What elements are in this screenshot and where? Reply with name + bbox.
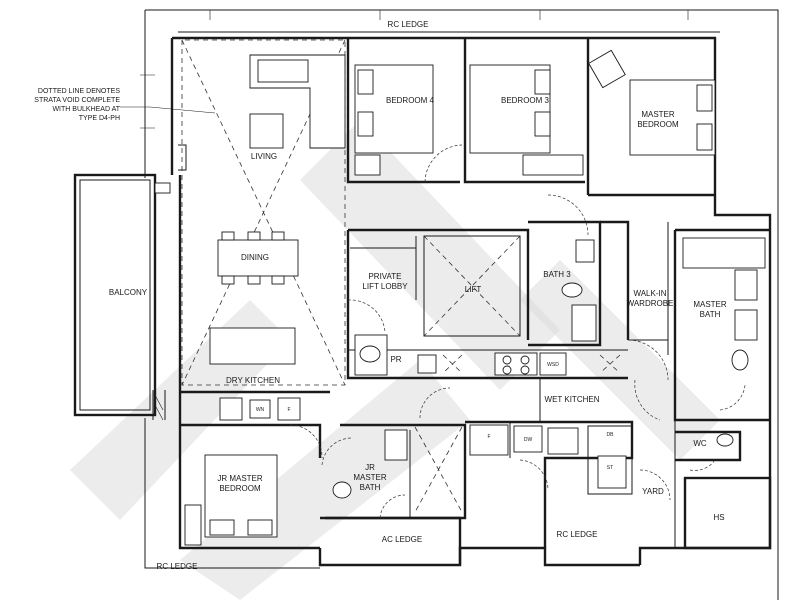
note-leader [120,106,216,114]
label-rc-ledge-bottom-center: RC LEDGE [557,530,598,539]
label-dry-kitchen: DRY KITCHEN [226,376,280,385]
note-line-1: DOTTED LINE DENOTES [38,88,120,95]
washer-box [249,399,271,419]
label-wet-kitchen: WET KITCHEN [545,395,600,404]
label-master-bedroom-line-1: MASTER [641,110,675,119]
note-line-3: WITH BULKHEAD AT [52,106,120,113]
label-yard: YARD [642,487,664,496]
label-pr: PR [390,355,401,364]
washer-dryer-box [539,352,567,376]
label-dishwasher: DW [524,437,533,443]
note-line-4: TYPE D4-PH [79,115,120,122]
label-master-bedroom-line-2: BEDROOM [637,120,679,129]
windows [152,144,187,421]
room-labels: RC LEDGE BEDROOM 4 BEDROOM 3 MASTER BEDR… [109,20,727,571]
label-lift: LIFT [465,285,482,294]
label-bedroom-4: BEDROOM 4 [386,96,435,105]
label-walk-in-wardrobe-line-1: WALK-IN [633,289,666,298]
door-swings [289,144,746,519]
label-store: ST [607,465,613,471]
note-line-2: STRATA VOID COMPLETE [34,97,120,104]
label-hs: HS [713,513,724,522]
label-jr-master-bedroom-line-1: JR MASTER [217,474,263,483]
label-jr-master-bath-line-2: MASTER [353,473,387,482]
label-fridge-wet: F [487,434,490,440]
label-walk-in-wardrobe-line-2: WARDROBE [627,299,674,308]
label-bedroom-3: BEDROOM 3 [501,96,550,105]
label-master-bath-line-2: BATH [700,310,721,319]
dishwasher-box [513,425,543,453]
label-bath-3: BATH 3 [543,270,571,279]
label-rc-ledge-top: RC LEDGE [388,20,429,29]
fridge-wet-box [469,424,509,456]
label-washer: WN [256,407,265,413]
label-jr-master-bedroom-line-2: BEDROOM [219,484,261,493]
label-living: LIVING [251,152,277,161]
label-jr-master-bath-line-1: JR [365,463,375,472]
label-db: DB [607,432,615,438]
label-fridge-dry: F [287,407,290,413]
label-dining: DINING [241,253,269,262]
strata-void-note: DOTTED LINE DENOTES STRATA VOID COMPLETE… [34,88,120,122]
outer-frame [140,9,779,600]
label-ac-ledge: AC LEDGE [382,535,422,544]
label-private-lift-lobby-line-2: LIFT LOBBY [362,282,408,291]
balcony [73,173,171,417]
fridge-dry-box [277,397,301,421]
appliance-labels: WN F WSD F DW DB ST [249,352,615,471]
label-jr-master-bath-line-3: BATH [360,483,381,492]
label-master-bath-line-1: MASTER [693,300,727,309]
label-private-lift-lobby-line-1: PRIVATE [368,272,401,281]
furniture [184,49,766,546]
label-balcony: BALCONY [109,288,148,297]
label-washer-dryer: WSD [547,362,559,368]
label-rc-ledge-bottom-left: RC LEDGE [157,562,198,571]
interior-walls [144,38,772,569]
label-wc: WC [693,439,707,448]
